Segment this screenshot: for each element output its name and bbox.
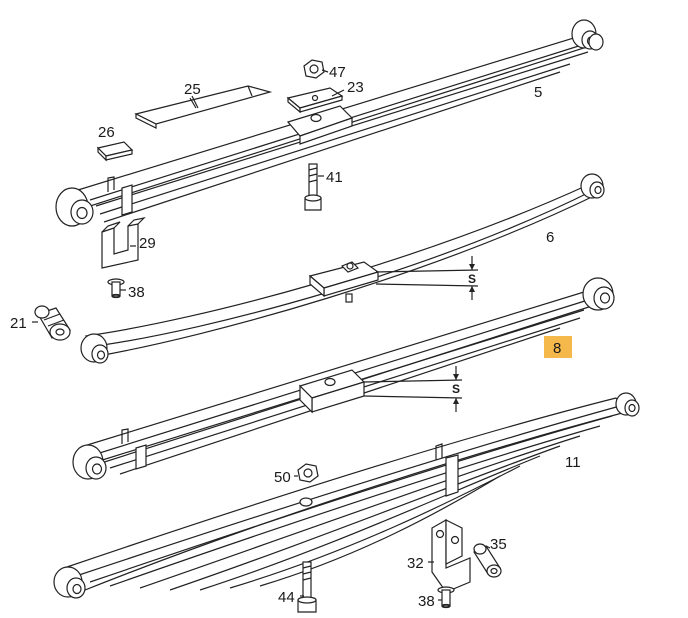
part-38-pin-upper[interactable] bbox=[107, 278, 125, 299]
part-38-pin-lower[interactable] bbox=[437, 586, 455, 609]
dimension-label-s-upper: S bbox=[468, 272, 476, 286]
label-part-32: 32 bbox=[407, 555, 424, 572]
part-47-nut[interactable] bbox=[303, 59, 325, 79]
part-21-bushing[interactable] bbox=[34, 305, 71, 341]
dimension-s-lower bbox=[363, 366, 463, 412]
part-25-plate[interactable] bbox=[134, 85, 273, 129]
leaf-spring-6[interactable] bbox=[80, 173, 605, 364]
part-32-bracket[interactable] bbox=[431, 518, 471, 593]
label-part-38-upper: 38 bbox=[128, 284, 145, 301]
label-part-50: 50 bbox=[274, 469, 291, 486]
label-part-47: 47 bbox=[329, 64, 346, 81]
label-part-29: 29 bbox=[139, 235, 156, 252]
label-part-11: 11 bbox=[565, 454, 581, 471]
leaf-spring-8[interactable] bbox=[72, 277, 615, 480]
label-part-8[interactable]: 8 bbox=[553, 340, 561, 357]
label-part-21: 21 bbox=[10, 315, 27, 332]
label-part-25: 25 bbox=[184, 81, 201, 98]
part-35-bushing[interactable] bbox=[473, 543, 502, 578]
label-part-38-lower: 38 bbox=[418, 593, 435, 610]
leader-lines bbox=[32, 69, 491, 601]
part-50-nut[interactable] bbox=[297, 463, 319, 483]
label-part-6: 6 bbox=[546, 229, 554, 246]
dimension-label-s-lower: S bbox=[452, 382, 460, 396]
part-44-bolt[interactable] bbox=[297, 561, 317, 613]
leaf-spring-11[interactable] bbox=[53, 392, 640, 599]
part-29-clamp[interactable] bbox=[101, 217, 146, 269]
label-part-23: 23 bbox=[347, 79, 364, 96]
part-41-bolt[interactable] bbox=[304, 163, 322, 211]
leaf-spring-5[interactable] bbox=[55, 19, 604, 227]
label-part-5: 5 bbox=[534, 84, 542, 101]
label-part-35: 35 bbox=[490, 536, 507, 553]
dimension-s-upper bbox=[375, 256, 479, 300]
label-part-26: 26 bbox=[98, 124, 115, 141]
highlight-part-8 bbox=[544, 336, 572, 358]
part-23-plate[interactable] bbox=[286, 87, 344, 114]
label-part-44: 44 bbox=[278, 589, 295, 606]
part-26-pad[interactable] bbox=[96, 141, 134, 162]
label-part-41: 41 bbox=[326, 169, 343, 186]
